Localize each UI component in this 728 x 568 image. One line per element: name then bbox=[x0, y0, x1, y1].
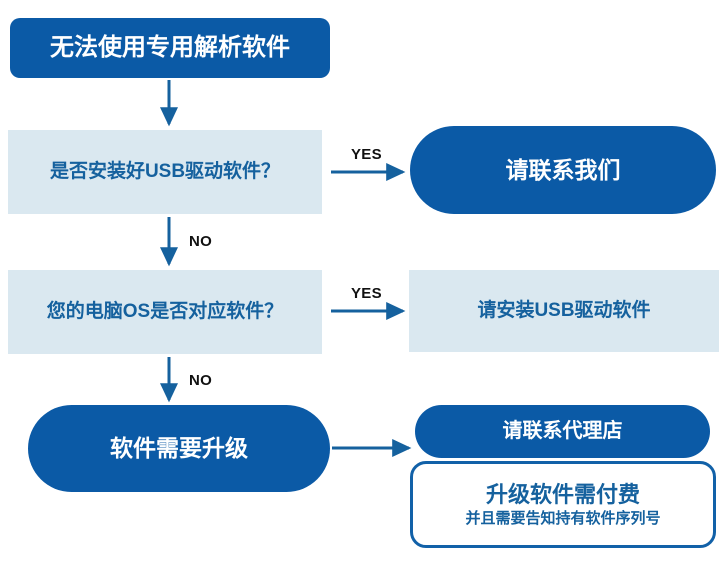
node-contact-dealer[interactable]: 请联系代理店 bbox=[415, 405, 710, 458]
node-install-usb-driver-label: 请安装USB驱动软件 bbox=[477, 300, 651, 322]
node-question-usb-driver-installed[interactable]: 是否安装好USB驱动软件？ bbox=[8, 130, 322, 214]
edge-label-no-usb-driver: NO bbox=[189, 233, 213, 250]
edge-label-yes-os-compatible: YES bbox=[351, 285, 382, 302]
node-upgrade-fee-sub-label: 并且需要告知持有软件序列号 bbox=[465, 510, 661, 528]
node-contact-us[interactable]: 请联系我们 bbox=[410, 126, 716, 214]
node-software-needs-upgrade[interactable]: 软件需要升级 bbox=[28, 405, 330, 492]
edge-label-yes-usb-driver: YES bbox=[351, 146, 382, 163]
node-install-usb-driver[interactable]: 请安装USB驱动软件 bbox=[409, 270, 719, 352]
node-start-label: 无法使用专用解析软件 bbox=[50, 34, 290, 62]
node-question-os-label: 您的电脑OS是否对应软件？ bbox=[46, 301, 284, 323]
node-contact-dealer-label: 请联系代理店 bbox=[502, 420, 623, 442]
node-contact-us-label: 请联系我们 bbox=[505, 156, 621, 183]
node-upgrade-fee-main-label: 升级软件需付费 bbox=[485, 481, 640, 507]
node-question-os-compatible[interactable]: 您的电脑OS是否对应软件？ bbox=[8, 270, 322, 354]
node-start-cannot-use-software[interactable]: 无法使用专用解析软件 bbox=[10, 18, 330, 78]
node-upgrade-fee-notice[interactable]: 升级软件需付费 并且需要告知持有软件序列号 bbox=[410, 461, 716, 548]
node-question-usb-driver-label: 是否安装好USB驱动软件？ bbox=[49, 161, 281, 183]
node-software-needs-upgrade-label: 软件需要升级 bbox=[110, 435, 248, 462]
edge-label-no-os-compatible: NO bbox=[189, 372, 213, 389]
